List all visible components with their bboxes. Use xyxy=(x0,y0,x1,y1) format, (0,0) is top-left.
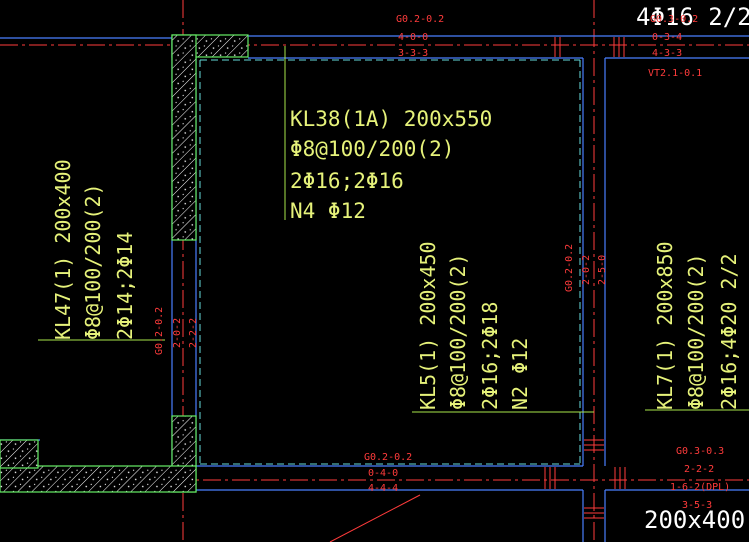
top-right-rebar-label: 4Φ16 2/2 xyxy=(636,3,749,31)
kl38-line-3: 2Φ16;2Φ16 xyxy=(290,169,404,193)
kl47-line-3: 2Φ14;2Φ14 xyxy=(113,232,137,340)
red-tag-top-right: G0.3-0.2 0-3-4 4-3-3 VT2.1-0.1 xyxy=(648,14,702,79)
tag-top-mid-2: 4-0-0 xyxy=(398,32,428,43)
tag-bot-right-2: 2-2-2 xyxy=(684,464,714,475)
rebar-ticks xyxy=(544,37,626,519)
kl38-line-2: Φ8@100/200(2) xyxy=(290,137,454,161)
tag-bot-right-3: 1-6-2(DPL) xyxy=(670,482,730,493)
kl5-line-1: KL5(1) 200x450 xyxy=(416,241,440,410)
hatched-walls xyxy=(0,34,249,493)
tag-left-vert-2: 2-0-2 xyxy=(172,318,183,348)
kl47-line-1: KL47(1) 200x400 xyxy=(51,159,75,340)
leader-lines xyxy=(38,46,749,413)
kl7-line-1: KL7(1) 200x850 xyxy=(653,241,677,410)
tag-left-vert-1: G0.2-0.2 xyxy=(154,307,165,355)
tag-top-right-4: VT2.1-0.1 xyxy=(648,68,702,79)
tag-mid-vert-3: 2-5-0 xyxy=(597,255,608,285)
tag-top-right-2: 0-3-4 xyxy=(652,32,682,43)
red-tag-top-mid: G0.2-0.2 4-0-0 3-3-3 xyxy=(396,14,444,59)
red-tag-left-vertical: G0.2-0.2 2-0-2 2-2-2 xyxy=(154,307,199,355)
red-tag-bottom-right: G0.3-0.3 2-2-2 1-6-2(DPL) 3-5-3 xyxy=(670,446,730,511)
tag-left-vert-3: 2-2-2 xyxy=(188,318,199,348)
kl7-line-3: 2Φ16;4Φ20 2/2 xyxy=(717,253,741,410)
tag-mid-vert-2: 2-0-2 xyxy=(581,255,592,285)
kl5-line-3: 2Φ16;2Φ18 xyxy=(478,302,502,410)
wall-left-stub xyxy=(0,439,39,469)
tag-bot-mid-1: G0.2-0.2 xyxy=(364,452,412,463)
beam-label-kl5: KL5(1) 200x450 Φ8@100/200(2) 2Φ16;2Φ18 N… xyxy=(416,241,532,410)
red-tag-mid-vertical: G0.2-0.2 2-0-2 2-5-0 xyxy=(564,244,608,292)
tag-top-right-3: 4-3-3 xyxy=(652,48,682,59)
dashed-beam xyxy=(199,59,581,465)
tag-bot-mid-3: 4-4-4 xyxy=(368,483,398,494)
tag-top-mid-3: 3-3-3 xyxy=(398,48,428,59)
wall-left-upper xyxy=(171,34,197,241)
kl5-line-4: N2 Φ12 xyxy=(508,338,532,410)
tag-mid-vert-1: G0.2-0.2 xyxy=(564,244,575,292)
wall-bottom-left xyxy=(0,465,197,493)
bottom-right-section-label: 200x400 xyxy=(644,506,745,534)
kl47-line-2: Φ8@100/200(2) xyxy=(81,183,105,340)
kl38-line-1: KL38(1A) 200x550 xyxy=(290,107,492,131)
beam-label-kl47: KL47(1) 200x400 Φ8@100/200(2) 2Φ14;2Φ14 xyxy=(51,159,137,340)
red-tag-bottom-mid: G0.2-0.2 0-4-0 4-4-4 xyxy=(364,452,412,494)
tag-bot-mid-2: 0-4-0 xyxy=(368,468,398,479)
kl38-line-4: N4 Φ12 xyxy=(290,199,366,223)
kl7-line-2: Φ8@100/200(2) xyxy=(684,253,708,410)
tag-top-right-1: G0.3-0.2 xyxy=(650,14,698,25)
tag-bot-right-1: G0.3-0.3 xyxy=(676,446,724,457)
tag-bot-right-4: 3-5-3 xyxy=(682,500,712,511)
beam-label-kl7: KL7(1) 200x850 Φ8@100/200(2) 2Φ16;4Φ20 2… xyxy=(653,241,741,410)
beam-label-kl38: KL38(1A) 200x550 Φ8@100/200(2) 2Φ16;2Φ16… xyxy=(290,107,492,223)
kl5-line-2: Φ8@100/200(2) xyxy=(446,253,470,410)
tag-top-mid-1: G0.2-0.2 xyxy=(396,14,444,25)
